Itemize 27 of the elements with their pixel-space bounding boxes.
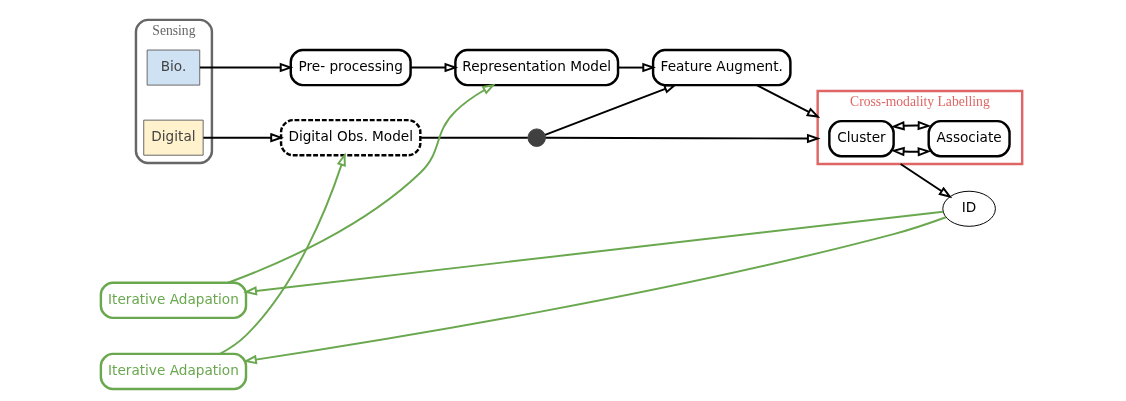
node-box: Feature Augment. [651,48,792,87]
arrow [755,84,821,118]
node-box: Iterative Adapation [99,352,248,391]
arrow [899,163,953,199]
arrow [227,83,496,284]
arrow [198,62,294,73]
node-box: Iterative Adapation [99,281,248,320]
arrow [409,62,459,73]
node-box: Cluster [828,119,895,158]
node-circle [527,128,546,147]
node-box: Pre- processing [289,48,412,87]
arrow [544,133,821,144]
node-box: Representation Model [454,48,620,87]
arrow [243,216,947,365]
connector [419,136,529,139]
arrow [890,120,932,131]
arrow [544,84,678,136]
arrow [617,62,656,73]
arrow [202,132,284,143]
node-ellipse: ID [942,190,996,227]
arrow [219,152,346,355]
arrow [890,146,932,157]
node-box: Bio. [146,49,201,86]
node-box: Associate [927,119,1011,158]
node-box: Digital [143,119,204,156]
node-box: Digital Obs. Model [279,118,422,157]
arrow [243,210,944,296]
